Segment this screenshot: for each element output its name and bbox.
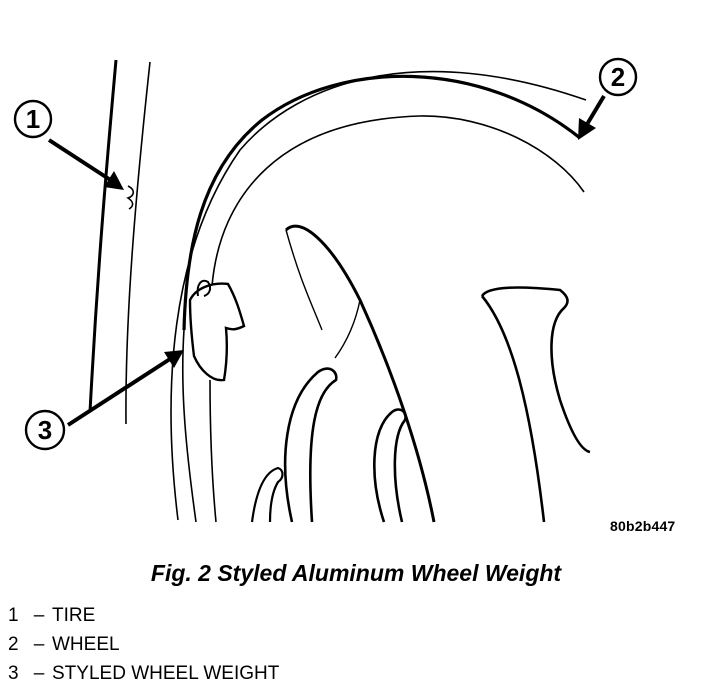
legend-item-number: 1 bbox=[8, 605, 19, 626]
legend-item-label: WHEEL bbox=[52, 634, 120, 655]
legend-item-number: 3 bbox=[8, 663, 19, 684]
wheel-inner-curve bbox=[211, 115, 585, 287]
legend-separator: – bbox=[33, 634, 45, 655]
wheel-flange bbox=[182, 74, 581, 331]
wheel-window-lower-mid bbox=[373, 408, 407, 523]
legend-separator: – bbox=[33, 663, 45, 684]
tire-outer-edge bbox=[88, 59, 118, 413]
wheel-window-lower-left bbox=[283, 367, 338, 523]
callout-1: 1 bbox=[13, 99, 53, 139]
legend-item-label: TIRE bbox=[52, 605, 96, 626]
styled-wheel-weight bbox=[188, 282, 246, 382]
wheel-weight-clip bbox=[196, 279, 212, 297]
callout-3: 3 bbox=[24, 409, 66, 451]
figure-caption: Fig. 2 Styled Aluminum Wheel Weight bbox=[150, 560, 562, 586]
wheel-rim-outer bbox=[170, 70, 587, 521]
legend-item-label: STYLED WHEEL WEIGHT bbox=[52, 663, 280, 684]
tire-bead-mark bbox=[126, 185, 135, 210]
legend-item-number: 2 bbox=[8, 634, 19, 655]
callout-3-number: 3 bbox=[38, 415, 52, 445]
figure-legend: 1–TIRE 2–WHEEL 3–STYLED WHEEL WEIGHT bbox=[8, 601, 279, 688]
wheel-window-right-inner bbox=[480, 295, 546, 523]
legend-separator: – bbox=[33, 605, 45, 626]
figure-reference-code: 80b2b447 bbox=[610, 518, 676, 534]
callout-2-arrow bbox=[578, 94, 606, 140]
legend-item-tire: 1–TIRE bbox=[8, 601, 279, 630]
wheel-window-lower-small bbox=[250, 466, 284, 523]
callout-2: 2 bbox=[598, 57, 638, 97]
callout-3-arrow bbox=[66, 350, 184, 427]
wheel-spoke-left-edge bbox=[285, 229, 323, 331]
tire-sidewall-line bbox=[125, 61, 151, 425]
callout-1-arrow bbox=[47, 138, 124, 190]
wheel-weight-diagram: 1 2 3 bbox=[13, 57, 638, 523]
callout-1-number: 1 bbox=[26, 104, 40, 134]
legend-item-wheel: 2–WHEEL bbox=[8, 630, 279, 659]
wheel-spoke-left bbox=[284, 224, 436, 523]
wheel-rim-lower-inner bbox=[209, 379, 217, 523]
wheel-spoke-left-detail bbox=[334, 299, 361, 359]
callout-2-number: 2 bbox=[611, 62, 625, 92]
wheel-window-right bbox=[480, 286, 591, 454]
legend-item-styled-wheel-weight: 3–STYLED WHEEL WEIGHT bbox=[8, 659, 279, 688]
